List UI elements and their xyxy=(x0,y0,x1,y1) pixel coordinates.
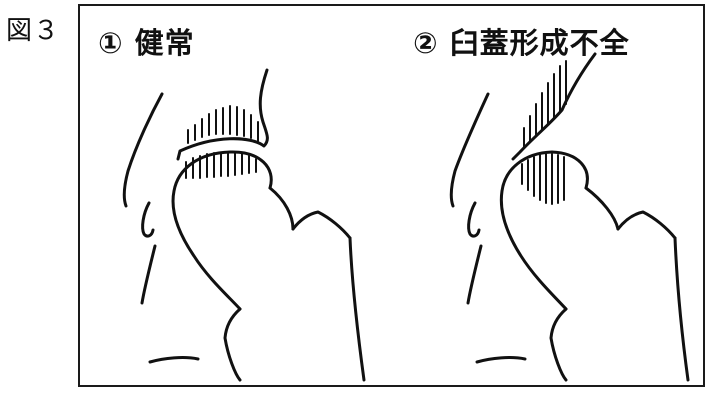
dysplasia-roof-hatching xyxy=(524,61,566,147)
normal-greater-trochanter xyxy=(293,212,350,238)
normal-head-hatching xyxy=(186,152,256,178)
normal-trochanter-outer xyxy=(350,238,364,380)
dysplasia-femoral-neck xyxy=(586,188,618,229)
normal-lesser-trochanter xyxy=(225,309,240,380)
normal-inner-pelvis xyxy=(142,246,155,303)
dysplasia-femoral-head xyxy=(501,152,587,309)
dysplasia-hip-drawing xyxy=(451,54,688,380)
normal-roof-hatching xyxy=(188,106,258,143)
dysplasia-teardrop xyxy=(469,203,479,236)
dysplasia-greater-trochanter xyxy=(618,212,675,238)
normal-pelvis-outline xyxy=(124,94,162,206)
figure-label: 図３ xyxy=(6,10,60,47)
dysplasia-lesser-trochanter xyxy=(551,309,566,380)
figure-frame: ① 健常 ② 臼蓋形成不全 xyxy=(78,4,705,387)
normal-teardrop xyxy=(143,203,153,236)
normal-femoral-head xyxy=(173,152,271,309)
hip-joint-illustration xyxy=(80,6,702,384)
dysplasia-pelvis-outline xyxy=(451,94,488,206)
dysplasia-inner-pelvis xyxy=(468,246,481,303)
normal-femoral-neck xyxy=(270,188,293,229)
dysplasia-trochanter-outer xyxy=(675,238,688,380)
dysplasia-ischium xyxy=(477,358,525,362)
normal-ischium xyxy=(150,358,198,362)
dysplasia-head-hatching xyxy=(522,154,564,204)
